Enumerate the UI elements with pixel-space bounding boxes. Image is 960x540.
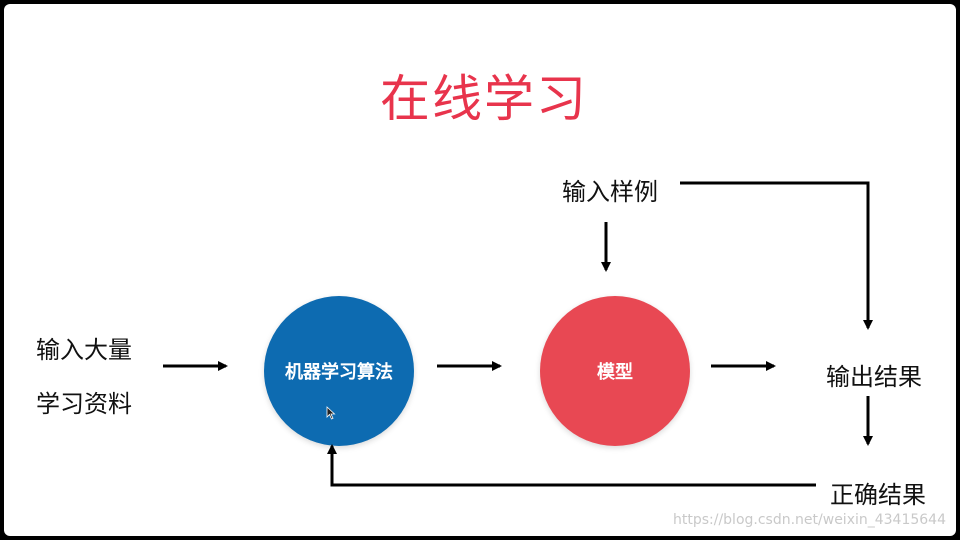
slide: 在线学习 输入大量 学习资料 机器学习算法 模型 输入样例 输出结果 正确结果 … bbox=[4, 4, 956, 536]
correct-result-label: 正确结果 bbox=[830, 481, 926, 509]
input-sample-label: 输入样例 bbox=[562, 178, 658, 206]
algorithm-label: 机器学习算法 bbox=[285, 362, 393, 383]
model-node: 模型 bbox=[540, 296, 690, 446]
arrow-correct-to-algorithm bbox=[327, 444, 816, 487]
slide-title: 在线学习 bbox=[380, 70, 588, 128]
input-bulk-label-line1: 输入大量 bbox=[36, 336, 132, 364]
output-result-label: 输出结果 bbox=[826, 363, 922, 391]
arrow-sample-to-output bbox=[680, 181, 873, 330]
model-label: 模型 bbox=[597, 362, 633, 383]
input-bulk-label-line2: 学习资料 bbox=[36, 390, 132, 418]
watermark: https://blog.csdn.net/weixin_43415644 bbox=[672, 512, 946, 528]
flow-arrows bbox=[163, 181, 873, 487]
algorithm-node: 机器学习算法 bbox=[264, 296, 414, 446]
mouse-cursor-icon bbox=[326, 406, 336, 420]
